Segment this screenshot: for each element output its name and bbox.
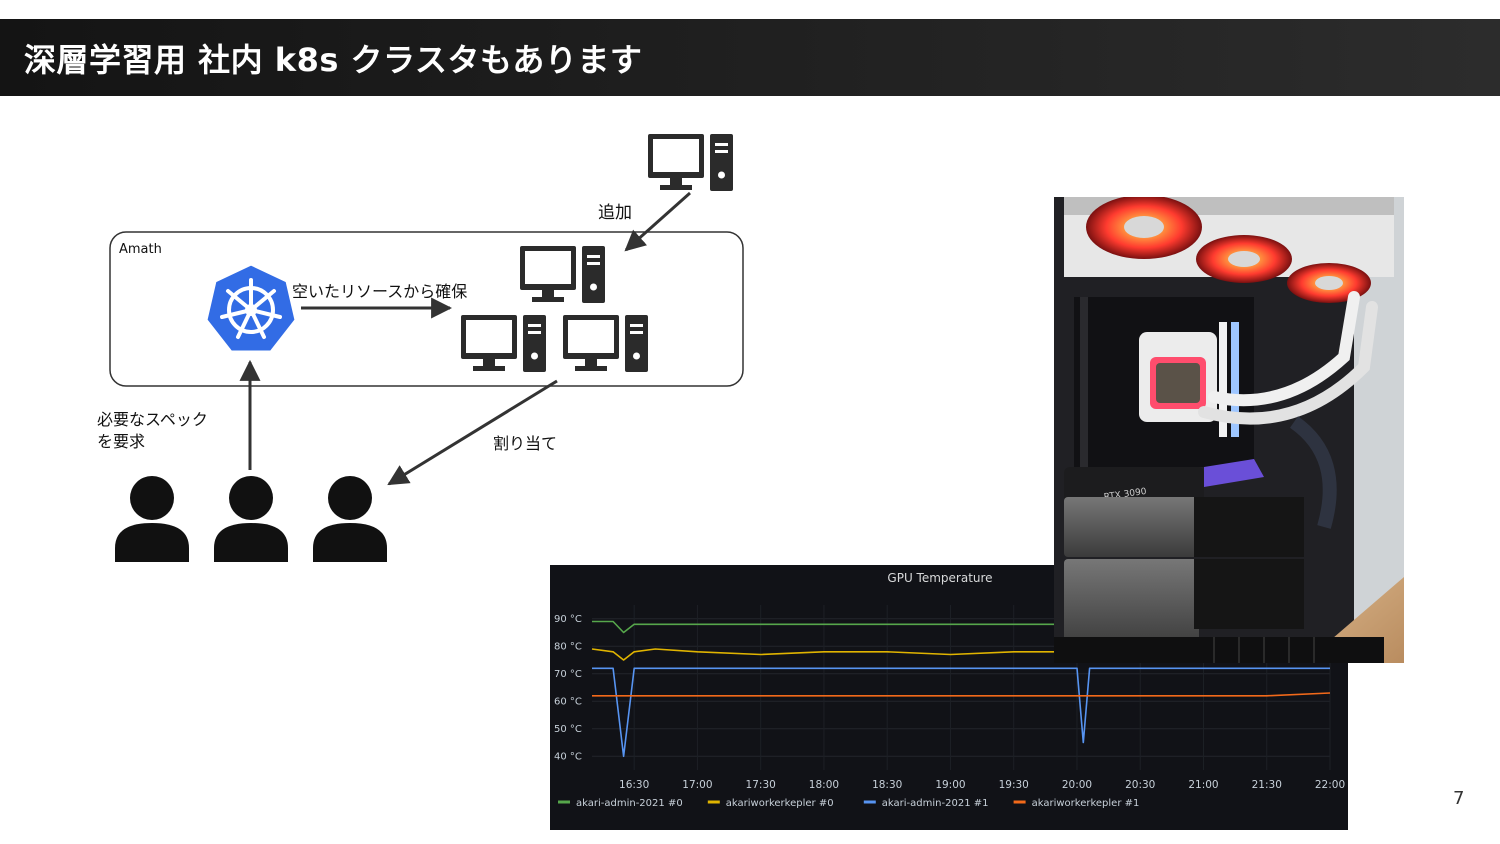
cluster-label: Amath: [119, 242, 162, 257]
x-tick-label: 16:30: [619, 779, 649, 791]
cluster-diagram: Amath 追加 空いたリソースから確保 必要なスペック を要求 割り当て: [97, 134, 744, 562]
add-arrow: [624, 191, 691, 252]
desktop-computer-icon: [461, 315, 546, 372]
slide-title: 深層学習用 社内 k8s クラスタもあります: [24, 41, 643, 79]
kubernetes-icon: [204, 262, 298, 354]
legend-label: akari-admin-2021 #0: [576, 798, 683, 809]
chart-title: GPU Temperature: [887, 571, 992, 585]
legend-label: akariworkerkepler #0: [726, 798, 834, 809]
x-tick-label: 19:00: [935, 779, 965, 791]
y-tick-label: 80 °C: [554, 641, 582, 652]
series-line: [592, 667, 1330, 758]
gpu-server-photo: RTX 3090: [1054, 197, 1404, 663]
y-tick-label: 90 °C: [554, 614, 582, 625]
x-tick-label: 19:30: [999, 779, 1029, 791]
x-tick-label: 20:30: [1125, 779, 1155, 791]
desktop-computer-icon: [648, 134, 733, 191]
desktop-computer-icon: [563, 315, 648, 372]
person-icon: [115, 476, 189, 562]
x-tick-label: 18:00: [809, 779, 839, 791]
x-tick-label: 20:00: [1062, 779, 1092, 791]
assign-arrow: [387, 379, 558, 486]
x-tick-label: 18:30: [872, 779, 902, 791]
desktop-computer-icon: [520, 246, 605, 303]
assign-label: 割り当て: [493, 434, 557, 453]
legend-label: akariworkerkepler #1: [1032, 798, 1140, 809]
y-tick-label: 60 °C: [554, 696, 582, 707]
y-tick-label: 70 °C: [554, 669, 582, 680]
title-bar: 深層学習用 社内 k8s クラスタもあります: [0, 19, 1500, 96]
request-label-line1: 必要なスペック: [97, 410, 208, 429]
legend-label: akari-admin-2021 #1: [882, 798, 989, 809]
person-icon: [214, 476, 288, 562]
request-label-line2: を要求: [97, 432, 145, 451]
y-tick-label: 50 °C: [554, 724, 582, 735]
x-tick-label: 21:00: [1188, 779, 1218, 791]
allocate-resources-label: 空いたリソースから確保: [292, 282, 467, 301]
x-tick-label: 22:00: [1315, 779, 1345, 791]
x-tick-label: 21:30: [1252, 779, 1282, 791]
x-tick-label: 17:00: [682, 779, 712, 791]
add-label: 追加: [598, 203, 632, 223]
y-tick-label: 40 °C: [554, 751, 582, 762]
person-icon: [313, 476, 387, 562]
cluster-boundary: [109, 231, 744, 387]
x-tick-label: 17:30: [746, 779, 776, 791]
series-line: [592, 692, 1331, 697]
page-number: 7: [1453, 788, 1465, 809]
